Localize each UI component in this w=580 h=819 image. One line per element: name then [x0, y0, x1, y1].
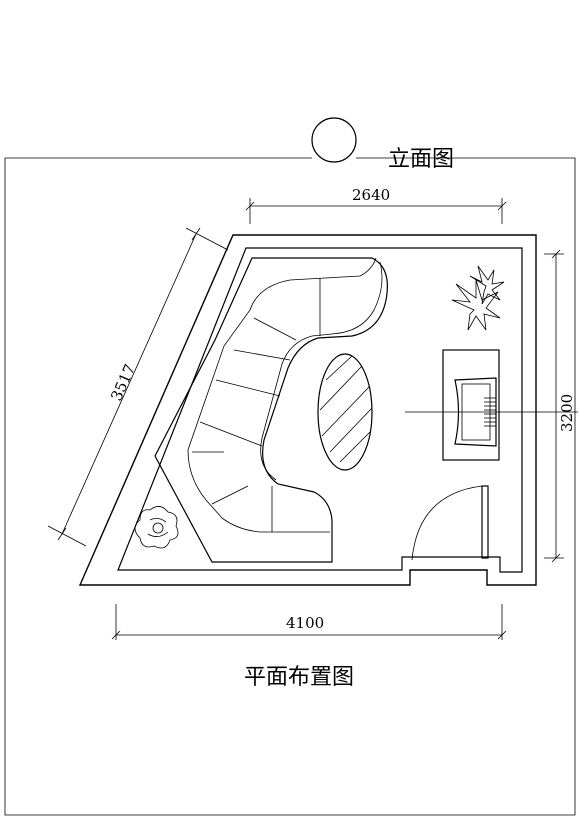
tv-icon — [454, 377, 497, 447]
sofa-back-line — [260, 261, 383, 481]
cushion-divider — [233, 349, 291, 361]
dimension-top-label: 2640 — [352, 186, 390, 204]
door-leaf — [481, 485, 489, 559]
elevation-label: 立面图 — [388, 147, 454, 172]
dimension-top — [245, 198, 507, 224]
dimension-right-label: 3200 — [558, 394, 576, 432]
wall-outer — [78, 234, 537, 586]
cushion-divider — [215, 379, 281, 397]
dimension-bottom-label: 4100 — [286, 614, 324, 632]
tv-vents — [484, 397, 496, 427]
dimension-left-diagonal — [47, 227, 229, 547]
cushion-divider — [253, 317, 297, 341]
dimension-right — [544, 249, 564, 563]
cushion-divider — [211, 485, 249, 505]
corner-plant-icon — [134, 506, 179, 549]
sectional-sofa — [154, 257, 388, 563]
table-glass-hatching — [319, 355, 373, 463]
wall-inner — [117, 247, 523, 573]
door-swing-arc — [411, 485, 483, 561]
dimension-bottom — [111, 604, 507, 640]
plant-icon — [451, 265, 505, 331]
oval-coffee-table — [317, 353, 373, 471]
cushion-divider — [199, 421, 263, 447]
dimension-left-label: 3517 — [107, 361, 139, 403]
elevation-marker-circle — [311, 117, 357, 163]
tv-cabinet — [442, 349, 500, 461]
sofa-seat-line — [187, 257, 377, 533]
plan-title: 平面布置图 — [244, 665, 354, 690]
sheet-frame — [4, 157, 576, 816]
